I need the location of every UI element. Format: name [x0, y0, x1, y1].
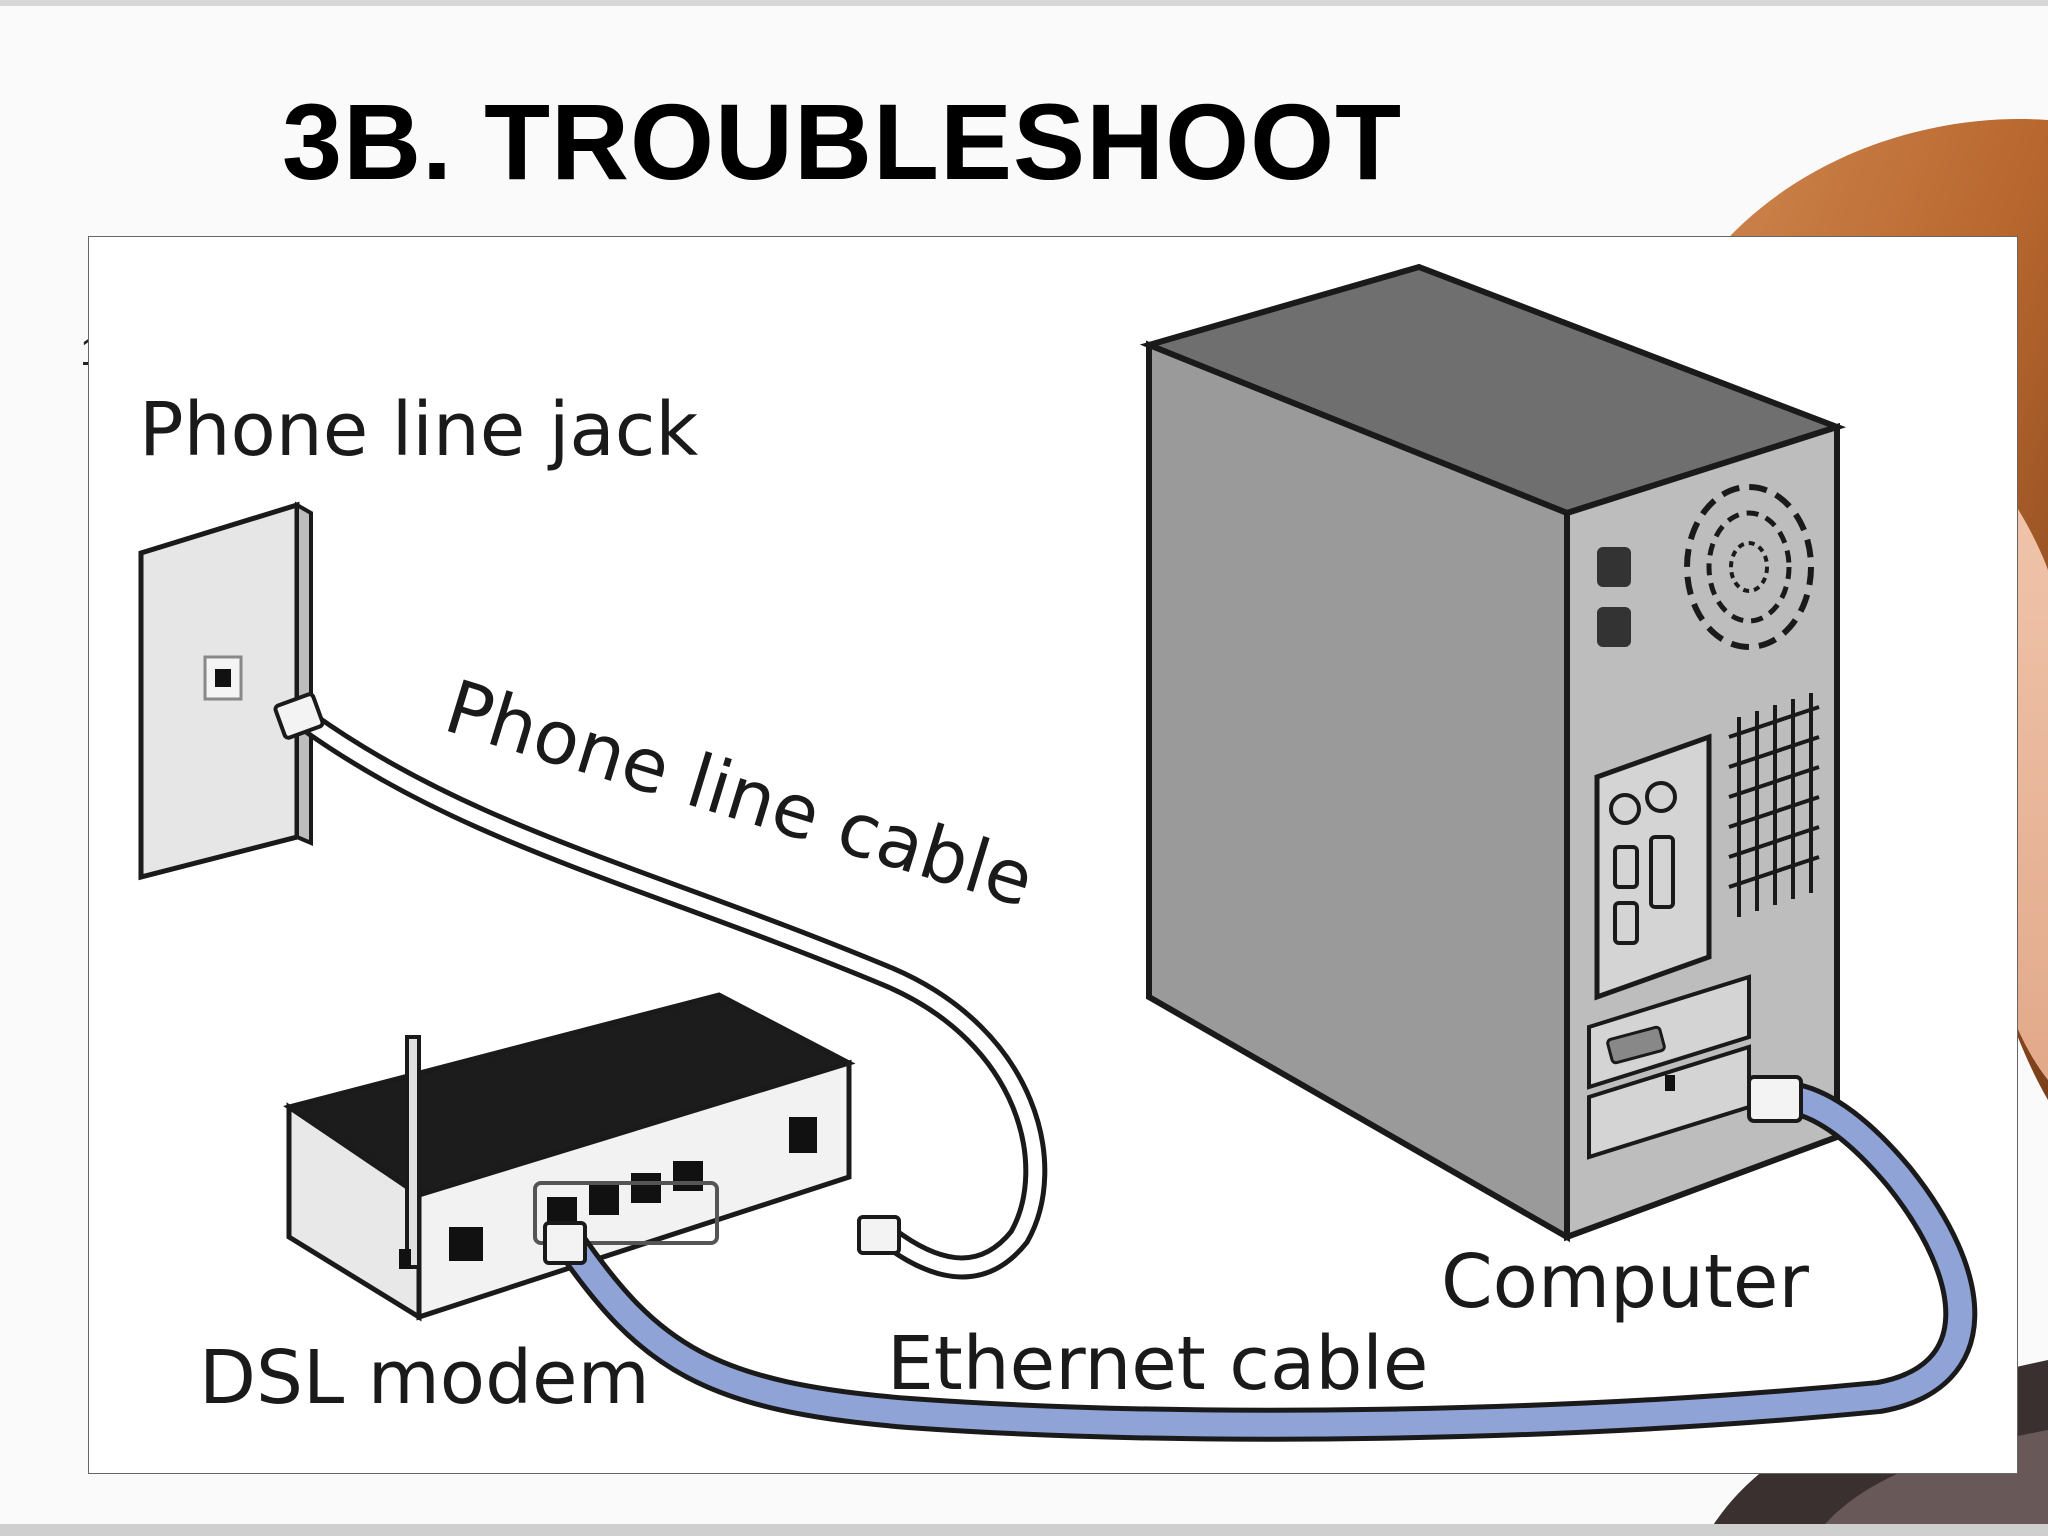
bottom-divider: [0, 1524, 2048, 1536]
label-ethernet-cable: Ethernet cable: [887, 1321, 1428, 1407]
phone-jack-icon: [138, 501, 313, 881]
phone-line-cable: [273, 692, 1048, 1280]
label-computer: Computer: [1441, 1239, 1809, 1325]
dsl-modem-icon: [283, 992, 856, 1322]
connection-diagram: Phone line jack Phone line cable DSL mod…: [88, 236, 2018, 1474]
label-phone-jack: Phone line jack: [139, 387, 698, 473]
label-phone-cable: Phone line cable: [436, 664, 1043, 924]
label-dsl-modem: DSL modem: [199, 1335, 650, 1421]
computer-tower-icon: [1139, 263, 1847, 1243]
diagram-canvas: Phone line jack Phone line cable DSL mod…: [138, 263, 1978, 1442]
top-divider: [0, 0, 2048, 6]
ethernet-cable: [543, 1075, 1978, 1442]
slide-title: 3B. TROUBLESHOOT: [282, 81, 1403, 202]
